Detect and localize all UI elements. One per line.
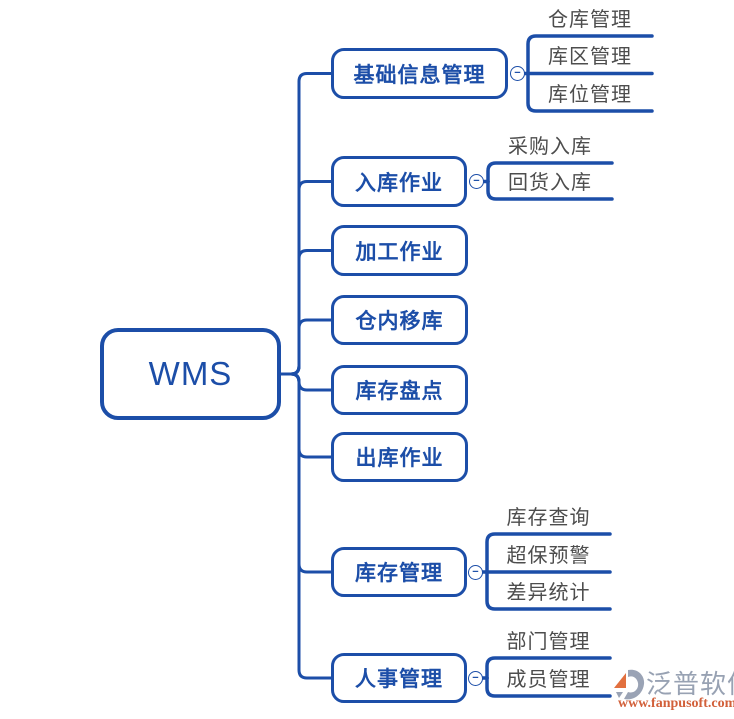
node-purchase-inbound[interactable]: 采购入库 <box>508 136 592 158</box>
underline-return-inbound <box>486 179 614 201</box>
underline-purchase-inbound <box>486 161 614 184</box>
node-member-management[interactable]: 成员管理 <box>506 669 591 691</box>
connector-root-personnel <box>279 372 334 680</box>
node-department-management[interactable]: 部门管理 <box>506 631 591 653</box>
node-personnel-management[interactable]: 人事管理 <box>331 653 467 703</box>
node-processing-operations[interactable]: 加工作业 <box>331 225 468 276</box>
connector-root-inventory-mgmt <box>279 372 334 574</box>
collapse-toggle-inbound[interactable]: − <box>469 174 484 189</box>
node-inventory-management[interactable]: 库存管理 <box>331 547 467 597</box>
connector-root-basic-info <box>279 72 334 376</box>
watermark-url-text: www.fanpusoft.com <box>618 696 734 711</box>
node-inbound-operations[interactable]: 入库作业 <box>331 156 467 207</box>
node-inventory-query[interactable]: 库存查询 <box>506 507 591 529</box>
connector-root-transfer <box>279 318 334 376</box>
node-inventory-counting[interactable]: 库存盘点 <box>331 365 468 415</box>
fanpu-logo-icon <box>614 669 645 700</box>
collapse-toggle-personnel[interactable]: − <box>468 670 483 686</box>
node-outbound-operations[interactable]: 出库作业 <box>331 432 468 482</box>
collapse-toggle-inventory-mgmt[interactable]: − <box>468 564 483 580</box>
underline-warehouse-management <box>526 34 654 76</box>
node-over-warranty-alert[interactable]: 超保预警 <box>506 545 591 567</box>
connector-root-counting <box>279 372 334 392</box>
node-return-inbound[interactable]: 回货入库 <box>508 172 592 194</box>
connector-root-processing <box>279 249 334 376</box>
underline-storage-location-management <box>526 71 654 113</box>
underline-variance-statistics <box>485 570 612 611</box>
node-wms-root[interactable]: WMS <box>100 328 281 420</box>
node-basic-info-management[interactable]: 基础信息管理 <box>331 48 508 99</box>
underline-member-management <box>485 676 612 698</box>
node-storage-area-management[interactable]: 库区管理 <box>548 46 632 68</box>
node-warehouse-management[interactable]: 仓库管理 <box>548 9 632 31</box>
watermark-brand-text: 泛普软件 <box>646 669 734 699</box>
underline-inventory-query <box>485 532 612 574</box>
connector-root-inbound <box>279 180 334 376</box>
watermark: 泛普软件 www.fanpusoft.com <box>612 662 734 714</box>
node-storage-location-management[interactable]: 库位管理 <box>548 84 632 106</box>
node-variance-statistics[interactable]: 差异统计 <box>506 582 591 604</box>
node-intra-warehouse-transfer[interactable]: 仓内移库 <box>331 295 468 345</box>
underline-department-management <box>485 656 612 680</box>
connector-root-outbound <box>279 372 334 459</box>
collapse-toggle-basic-info[interactable]: − <box>510 66 525 81</box>
